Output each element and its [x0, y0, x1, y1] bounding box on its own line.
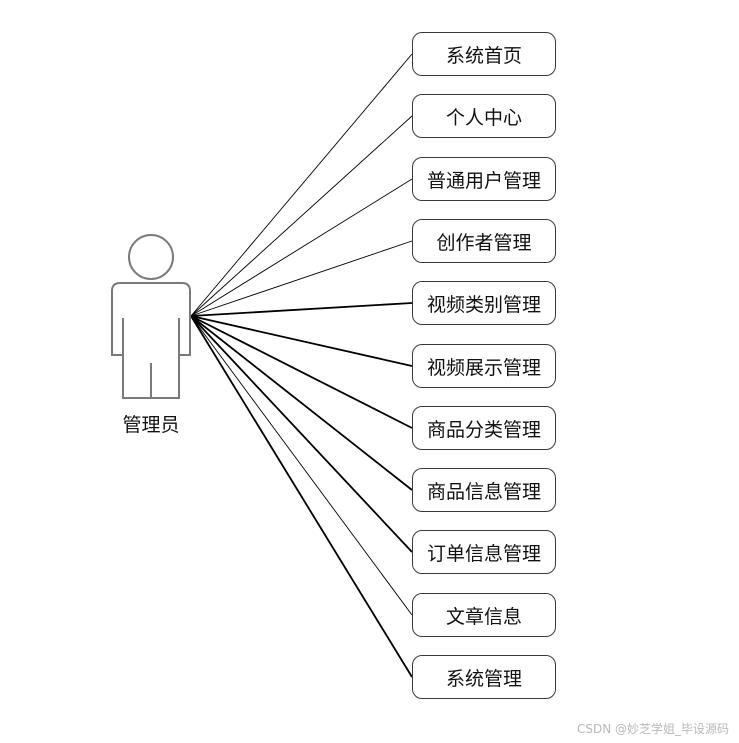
- use-case-user-management: 普通用户管理: [412, 157, 556, 201]
- connector-creator-management: [190, 240, 413, 317]
- use-case-system-management: 系统管理: [412, 655, 556, 699]
- use-case-label: 视频类别管理: [426, 293, 541, 316]
- connector-product-category-management: [190, 315, 413, 429]
- connector-article-info: [190, 315, 413, 616]
- use-case-personal-center: 个人中心: [412, 94, 556, 138]
- use-case-article-info: 文章信息: [412, 593, 556, 637]
- connector-system-management: [190, 315, 413, 678]
- use-case-product-info-management: 商品信息管理: [412, 468, 556, 512]
- use-case-label: 系统管理: [445, 667, 522, 690]
- use-case-label: 商品分类管理: [426, 418, 541, 441]
- use-case-label: 个人中心: [445, 106, 522, 129]
- use-case-label: 商品信息管理: [426, 480, 541, 503]
- use-case-creator-management: 创作者管理: [412, 219, 556, 263]
- use-case-product-category-management: 商品分类管理: [412, 406, 556, 450]
- connector-user-management: [190, 178, 413, 317]
- use-case-system-home: 系统首页: [412, 32, 556, 76]
- use-case-label: 视频展示管理: [426, 356, 541, 379]
- use-case-video-category-management: 视频类别管理: [412, 281, 556, 325]
- connector-order-info-management: [190, 315, 413, 553]
- connector-product-info-management: [190, 315, 413, 491]
- use-case-label: 普通用户管理: [426, 169, 541, 192]
- use-case-video-display-management: 视频展示管理: [412, 344, 556, 388]
- use-case-label: 系统首页: [445, 44, 522, 67]
- connector-video-category-management: [190, 302, 413, 317]
- use-case-label: 文章信息: [445, 605, 522, 628]
- connector-personal-center: [190, 115, 413, 317]
- connector-video-display-management: [190, 315, 413, 367]
- use-case-label: 创作者管理: [436, 231, 532, 254]
- connector-system-home: [190, 53, 413, 317]
- watermark: CSDN @妙芝学姐_毕设源码: [576, 722, 729, 736]
- use-case-order-info-management: 订单信息管理: [412, 530, 556, 574]
- use-case-label: 订单信息管理: [426, 542, 541, 565]
- actor-label: 管理员: [122, 414, 180, 436]
